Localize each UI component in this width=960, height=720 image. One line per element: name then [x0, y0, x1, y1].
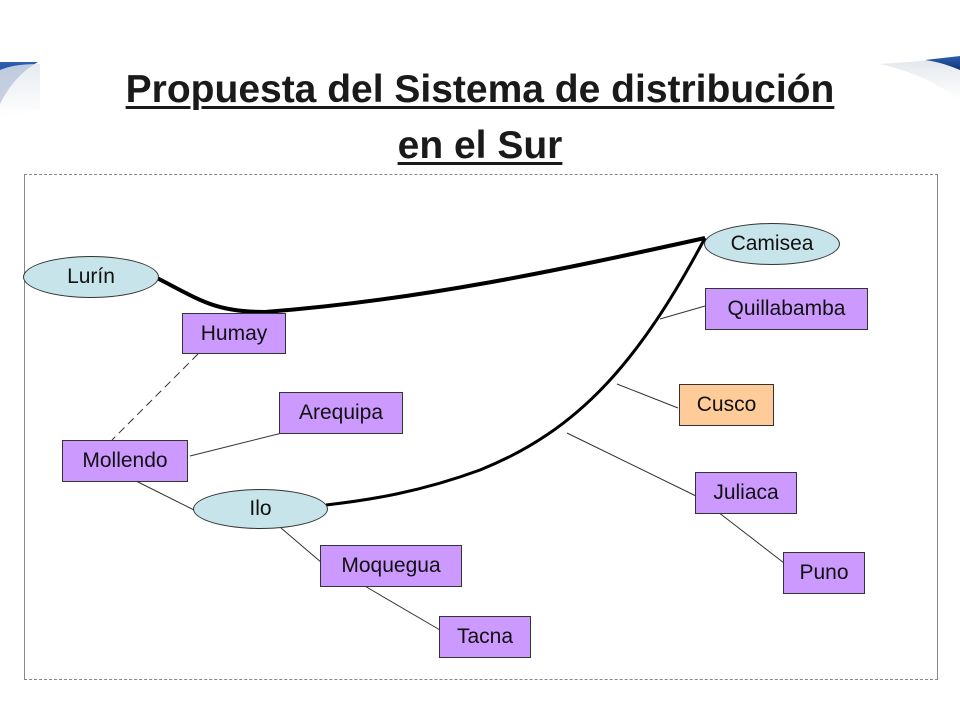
node-camisea: Camisea: [704, 223, 840, 265]
diagram-frame: [24, 174, 938, 680]
pipeline-camisea-ilo: [325, 237, 707, 507]
link-mollendo-ilo: [135, 480, 199, 513]
node-cusco: Cusco: [679, 384, 774, 426]
title-line-2: en el Sur: [397, 124, 563, 167]
node-humay: Humay: [182, 313, 286, 354]
node-quillabamba: Quillabamba: [705, 288, 868, 330]
header-swoosh-decoration: [0, 56, 960, 118]
page-title: Propuesta del Sistema de distribución en…: [0, 62, 960, 174]
node-juliaca: Juliaca: [695, 472, 797, 514]
link-juliaca-puno: [717, 511, 785, 564]
link-ilo-moquegua: [280, 527, 323, 564]
node-moquegua: Moquegua: [320, 545, 462, 587]
link-moquegua-tacna: [362, 584, 441, 631]
link-quillabamba: [659, 305, 706, 320]
node-lurin: Lurín: [23, 256, 159, 298]
node-tacna: Tacna: [439, 616, 531, 658]
title-line-1: Propuesta del Sistema de distribución: [125, 68, 835, 111]
link-juliaca: [566, 432, 697, 497]
pipeline-lurin-camisea: [156, 236, 706, 315]
node-ilo: Ilo: [193, 489, 328, 529]
link-humay-mollendo: [111, 353, 199, 441]
link-mollendo-arequipa: [189, 432, 283, 457]
link-cusco: [616, 383, 679, 409]
node-mollendo: Mollendo: [62, 440, 188, 482]
node-puno: Puno: [783, 552, 865, 594]
node-arequipa: Arequipa: [279, 392, 403, 434]
